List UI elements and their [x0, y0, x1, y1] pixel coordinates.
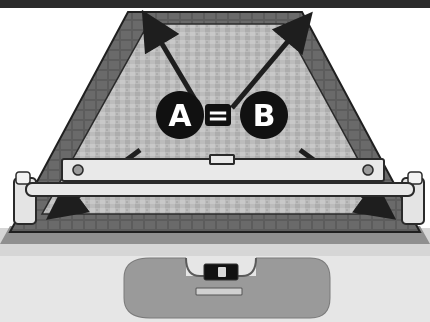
callout-b: B [240, 91, 288, 139]
left-post [14, 172, 36, 224]
rail-bar [26, 183, 414, 196]
callout-equals-label: = [207, 101, 229, 131]
level-screw-right [363, 165, 373, 175]
spirit-level [62, 155, 384, 181]
callout-a-label: A [168, 99, 192, 134]
level-screw-left [73, 165, 83, 175]
callout-equals: = [205, 101, 231, 131]
right-post [402, 172, 424, 224]
callout-a: A [156, 91, 204, 139]
callout-b-label: B [253, 99, 276, 134]
top-bar [0, 0, 430, 8]
inset-level-closeup [124, 256, 330, 318]
